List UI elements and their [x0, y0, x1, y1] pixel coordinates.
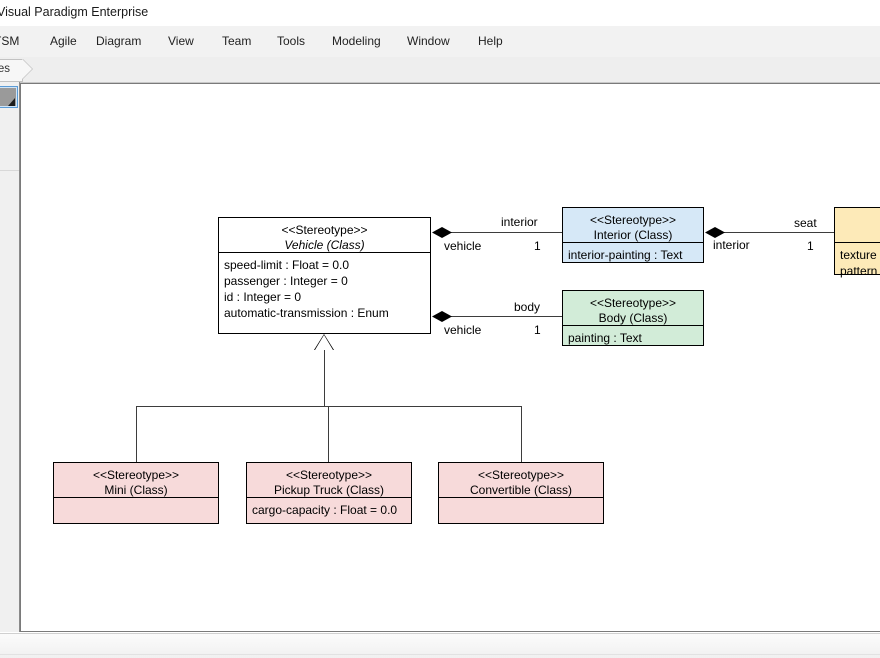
uml-attribute: interior-painting : Text — [568, 248, 683, 262]
tool-palette — [0, 82, 20, 632]
menu-item-team[interactable]: Team — [222, 34, 252, 48]
uml-attribute: texture : — [840, 248, 880, 262]
uml-stereotype-body: <<Stereotype>> — [589, 296, 677, 310]
breadcrumb-bar: es — [0, 57, 880, 83]
association-line-seat — [724, 232, 854, 233]
generalization-stem — [324, 350, 325, 406]
uml-class-interior[interactable]: <<Stereotype>>Interior (Class) interior-p… — [562, 207, 704, 263]
palette-divider — [0, 170, 19, 171]
status-bar — [0, 633, 880, 658]
uml-class-name-seat: Se — [839, 228, 880, 243]
uml-stereotype-mini: <<Stereotype>> — [92, 468, 180, 482]
menu-bar: TSM Agile Diagram View Team Tools Modeling Wind… — [0, 26, 880, 58]
app-title: Visual Paradigm Enterprise — [0, 5, 149, 19]
generalization-arrow-fill — [315, 335, 333, 350]
uml-stereotype-convertible: <<Stereotype>> — [477, 468, 565, 482]
association-line-interior — [451, 232, 582, 233]
uml-attribute: passenger : Integer = 0 — [224, 274, 348, 288]
breadcrumb-chevron-icon — [22, 59, 32, 79]
uml-attributes-body: painting : Text — [563, 326, 703, 351]
menu-item-view[interactable]: View — [168, 34, 194, 48]
uml-compartment-divider-convertible — [439, 497, 603, 498]
uml-class-name-vehicle: Vehicle (Class) — [284, 238, 365, 252]
uml-class-header-interior: <<Stereotype>>Interior (Class) — [563, 208, 703, 242]
composition-diamond-body — [432, 311, 452, 322]
menu-item-modeling[interactable]: Modeling — [332, 34, 381, 48]
edge-label-body-role: body — [514, 300, 541, 314]
uml-compartment-divider-vehicle — [219, 252, 430, 253]
uml-attributes-convertible — [439, 498, 603, 533]
edge-label-interior-role: interior — [501, 215, 538, 229]
uml-class-header-seat: <<SSe — [835, 208, 880, 242]
uml-compartment-divider-pickup — [247, 497, 411, 498]
uml-class-header-body: <<Stereotype>>Body (Class) — [563, 291, 703, 325]
pointer-tool-button[interactable] — [0, 86, 18, 108]
cursor-arrow-icon — [8, 98, 15, 106]
uml-attributes-interior: interior-painting : Text — [563, 243, 703, 268]
uml-compartment-divider-interior — [563, 242, 703, 243]
edge-label-body-source: vehicle — [444, 323, 482, 337]
uml-class-name-mini: Mini (Class) — [104, 483, 168, 497]
uml-attribute: automatic-transmission : Enum — [224, 306, 389, 320]
uml-class-header-convertible: <<Stereotype>>Convertible (Class) — [439, 463, 603, 497]
uml-attribute: speed-limit : Float = 0.0 — [224, 258, 350, 272]
uml-class-name-interior: Interior (Class) — [593, 228, 673, 242]
menu-item-tsm[interactable]: TSM — [0, 34, 20, 48]
uml-stereotype-seat: <<S — [839, 213, 880, 228]
uml-attributes-seat: texture : pattern — [835, 243, 880, 284]
generalization-drop-convertible — [521, 406, 522, 462]
edge-label-interior-mult: 1 — [534, 239, 541, 253]
edge-label-body-mult: 1 — [534, 323, 541, 337]
uml-class-header-pickup: <<Stereotype>>Pickup Truck (Class) — [247, 463, 411, 497]
generalization-drop-mini — [136, 406, 137, 462]
uml-attribute: painting : Text — [568, 331, 642, 345]
composition-diamond-interior — [432, 227, 452, 238]
uml-class-body[interactable]: <<Stereotype>>Body (Class) painting : Tex… — [562, 290, 704, 346]
uml-class-header-mini: <<Stereotype>>Mini (Class) — [54, 463, 218, 497]
uml-compartment-divider-body — [563, 325, 703, 326]
uml-stereotype-interior: <<Stereotype>> — [589, 213, 677, 227]
association-line-body — [451, 316, 582, 317]
uml-attribute: pattern — [840, 264, 878, 278]
uml-attribute: id : Integer = 0 — [224, 290, 302, 304]
uml-class-header-vehicle: <<Stereotype>>Vehicle (Class) — [219, 218, 430, 252]
uml-class-seat[interactable]: <<SSe texture : pattern — [834, 207, 880, 278]
menu-item-diagram[interactable]: Diagram — [96, 34, 142, 48]
uml-compartment-divider-mini — [54, 497, 218, 498]
status-bar-divider — [0, 654, 880, 655]
edge-label-seat-mult: 1 — [807, 239, 814, 253]
uml-stereotype-pickup: <<Stereotype>> — [285, 468, 373, 482]
uml-stereotype-vehicle: <<Stereotype>> — [281, 223, 368, 237]
uml-class-name-convertible: Convertible (Class) — [469, 483, 573, 497]
uml-class-pickup[interactable]: <<Stereotype>>Pickup Truck (Class) cargo-… — [246, 462, 412, 524]
uml-class-convertible[interactable]: <<Stereotype>>Convertible (Class) — [438, 462, 604, 524]
uml-compartment-divider-seat — [835, 242, 880, 243]
uml-class-vehicle[interactable]: <<Stereotype>>Vehicle (Class)speed-limit… — [218, 217, 431, 334]
edge-label-seat-role: seat — [794, 216, 817, 230]
title-bar: Visual Paradigm Enterprise — [0, 0, 880, 27]
uml-attribute: cargo-capacity : Float = 0.0 — [252, 503, 398, 517]
breadcrumb-tab[interactable]: es — [0, 59, 23, 82]
edge-label-interior-source: vehicle — [444, 239, 482, 253]
menu-item-tools[interactable]: Tools — [277, 34, 306, 48]
edge-label-seat-source: interior — [713, 238, 750, 252]
composition-diamond-seat — [705, 227, 725, 238]
uml-attributes-vehicle: speed-limit : Float = 0.0 passenger : Int… — [219, 253, 430, 326]
menu-item-window[interactable]: Window — [407, 34, 450, 48]
menu-item-help[interactable]: Help — [478, 34, 503, 48]
generalization-drop-pickup — [328, 406, 329, 462]
uml-class-name-pickup: Pickup Truck (Class) — [273, 483, 385, 497]
menu-item-agile[interactable]: Agile — [50, 34, 77, 48]
breadcrumb-tab-label: es — [0, 63, 10, 75]
uml-attributes-mini — [54, 498, 218, 533]
uml-class-name-body: Body (Class) — [598, 311, 668, 325]
uml-attributes-pickup: cargo-capacity : Float = 0.0 — [247, 498, 411, 523]
uml-class-mini[interactable]: <<Stereotype>>Mini (Class) — [53, 462, 219, 524]
diagram-canvas[interactable]: <<Stereotype>>Vehicle (Class)speed-limit… — [20, 83, 880, 632]
